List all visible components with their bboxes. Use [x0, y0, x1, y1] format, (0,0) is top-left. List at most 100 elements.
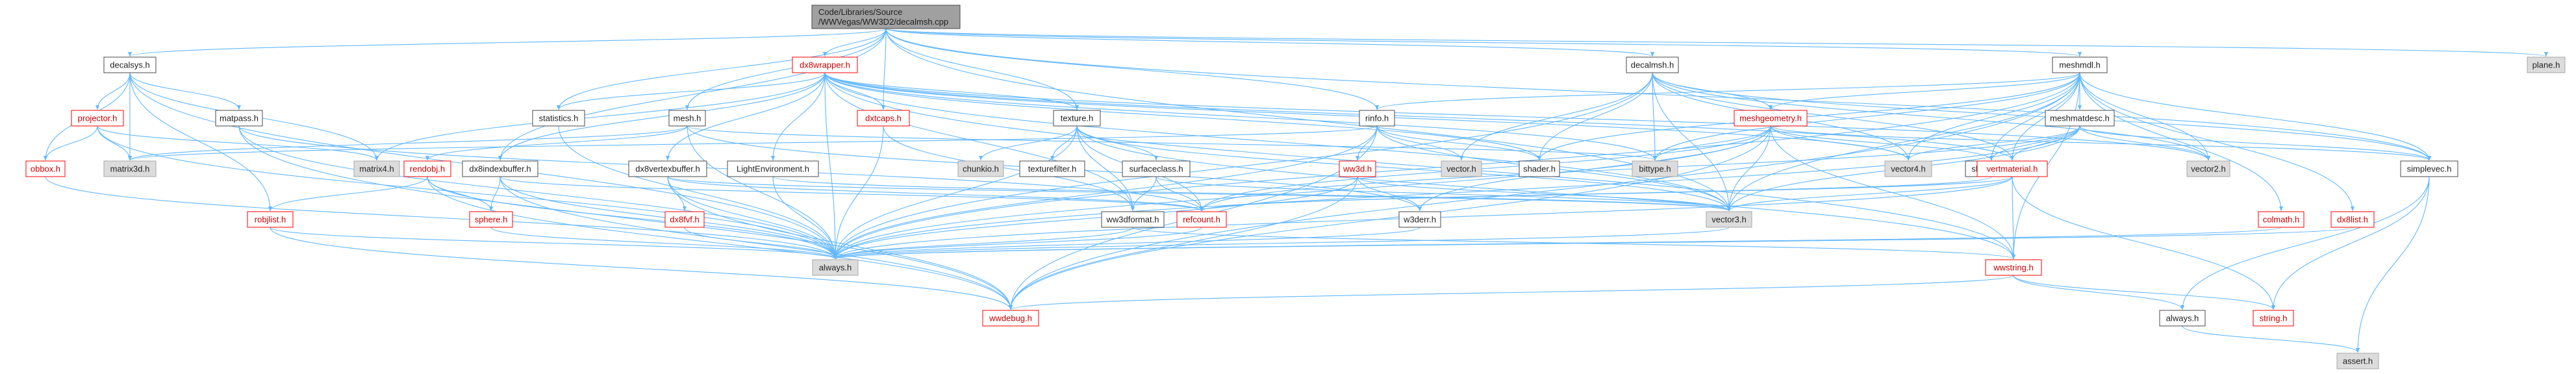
node-refcount[interactable]: refcount.h: [1176, 211, 1227, 228]
node-label-vector3: vector3.h: [1711, 215, 1746, 225]
node-sphere[interactable]: sphere.h: [469, 211, 513, 228]
node-vector[interactable]: vector.h: [1441, 160, 1482, 177]
node-vertmaterial[interactable]: vertmaterial.h: [1976, 160, 2048, 177]
node-lightenv[interactable]: LightEnvironment.h: [727, 160, 819, 177]
node-dx8fvf[interactable]: dx8fvf.h: [664, 211, 705, 228]
node-ww3dformat[interactable]: ww3dformat.h: [1101, 211, 1165, 228]
node-label-texturefilter: texturefilter.h: [1028, 164, 1076, 174]
node-bittype[interactable]: bittype.h: [1632, 160, 1678, 177]
edge-meshmdl-to-vector2: [2079, 72, 2211, 161]
node-shader[interactable]: shader.h: [1519, 160, 1560, 177]
edge-meshmdl-to-simplevec: [2079, 72, 2432, 161]
node-box-vector: [1441, 160, 1482, 177]
node-label-meshgeometry: meshgeometry.h: [1739, 114, 1802, 123]
node-dx8wrapper[interactable]: dx8wrapper.h: [792, 56, 858, 73]
node-decalmsh[interactable]: decalmsh.h: [1626, 56, 1679, 73]
edge-ww3d-to-always: [833, 176, 1358, 260]
edge-dx8fvf-to-always: [684, 227, 838, 260]
include-edges: [43, 28, 2548, 353]
node-texturefilter[interactable]: texturefilter.h: [1019, 160, 1085, 177]
node-box-texture: [1053, 110, 1101, 127]
node-rinfo[interactable]: rinfo.h: [1359, 110, 1395, 127]
node-dx8indexbuffer[interactable]: dx8indexbuffer.h: [462, 160, 538, 177]
node-meshgeometry[interactable]: meshgeometry.h: [1734, 110, 1808, 127]
node-wwstring[interactable]: wwstring.h: [1985, 259, 2042, 276]
node-matrix4[interactable]: matrix4.h: [353, 160, 400, 177]
node-projector[interactable]: projector.h: [71, 110, 124, 127]
edge-dx8vertexbuffer-to-refcount: [667, 176, 1204, 212]
node-dx8vertexbuffer[interactable]: dx8vertexbuffer.h: [628, 160, 707, 177]
node-label-mesh: mesh.h: [674, 114, 701, 123]
node-statistics[interactable]: statistics.h: [532, 110, 585, 127]
node-rendobj[interactable]: rendobj.h: [403, 160, 451, 177]
edge-sharebuf-to-refcount: [1200, 176, 1992, 212]
node-vector3[interactable]: vector3.h: [1706, 211, 1752, 228]
node-vector2[interactable]: vector2.h: [2186, 160, 2230, 177]
node-simplevec[interactable]: simplevec.h: [2400, 160, 2458, 177]
node-meshmatdesc[interactable]: meshmatdesc.h: [2045, 110, 2115, 127]
node-w3derr[interactable]: w3derr.h: [1398, 211, 1441, 228]
node-matpass[interactable]: matpass.h: [215, 110, 263, 127]
node-mesh[interactable]: mesh.h: [668, 110, 706, 127]
node-label-dx8indexbuffer: dx8indexbuffer.h: [469, 164, 531, 174]
node-always2[interactable]: always.h: [2159, 310, 2206, 327]
node-dx8list[interactable]: dx8list.h: [2330, 211, 2375, 228]
node-box-assert: [2336, 353, 2379, 369]
edge-rinfo-to-shader: [1376, 125, 1542, 161]
node-strng[interactable]: string.h: [2253, 310, 2294, 327]
node-wwdebug[interactable]: wwdebug.h: [982, 310, 1039, 327]
edge-dx8wrapper-to-vertmaterial: [824, 72, 2014, 161]
header-nodes: Code/Libraries/Source /WWVegas/WW3D2/dec…: [25, 5, 2566, 369]
edge-meshmdl-to-rinfo: [1375, 72, 2080, 110]
node-plane[interactable]: plane.h: [2527, 56, 2566, 73]
edge-mesh-to-matrix3d: [128, 125, 688, 161]
node-box-dx8wrapper: [792, 56, 858, 73]
node-vector4[interactable]: vector4.h: [1884, 160, 1932, 177]
node-assert[interactable]: assert.h: [2336, 353, 2379, 369]
node-box-wwdebug: [982, 310, 1039, 327]
node-box-shader: [1519, 160, 1560, 177]
edge-dx8wrapper-to-ww3dformat: [824, 72, 1135, 212]
node-dxtcaps[interactable]: dxtcaps.h: [857, 110, 910, 127]
node-texture[interactable]: texture.h: [1053, 110, 1101, 127]
edge-root-to-mesh: [685, 28, 887, 110]
node-label-wwdebug: wwdebug.h: [989, 314, 1032, 323]
node-robjlist[interactable]: robjlist.h: [247, 211, 294, 228]
edge-decalmsh-to-bittype: [1652, 72, 1658, 161]
node-label-lightenv: LightEnvironment.h: [737, 164, 809, 174]
node-matrix3d[interactable]: matrix3d.h: [103, 160, 157, 177]
node-meshmdl[interactable]: meshmdl.h: [2052, 56, 2108, 73]
edge-lightenv-to-vector3: [772, 176, 1731, 212]
edge-vertmaterial-to-wwstring: [2011, 176, 2016, 260]
node-obbox[interactable]: obbox.h: [25, 160, 66, 177]
node-colmath[interactable]: colmath.h: [2258, 211, 2305, 228]
node-chunkio[interactable]: chunkio.h: [957, 160, 1004, 177]
edge-vertmaterial-to-strng: [2012, 176, 2276, 310]
node-box-plane: [2527, 56, 2566, 73]
node-always[interactable]: always.h: [812, 259, 859, 276]
edge-root-to-statistics: [556, 28, 887, 110]
node-box-rendobj: [403, 160, 451, 177]
edge-dx8wrapper-to-dx8vertexbuffer: [665, 72, 826, 161]
node-box-vector3: [1706, 211, 1752, 228]
node-label-texture: texture.h: [1061, 114, 1094, 123]
edge-dx8wrapper-to-matrix4: [374, 72, 826, 161]
node-label-rendobj: rendobj.h: [410, 164, 445, 174]
node-box-meshmdl: [2052, 56, 2108, 73]
node-decalsys[interactable]: decalsys.h: [103, 56, 157, 73]
node-label-robjlist: robjlist.h: [255, 215, 286, 225]
node-ww3d[interactable]: ww3d.h: [1339, 160, 1376, 177]
edge-texture-to-wwstring: [1076, 125, 2015, 260]
edge-projector-to-matrix3d: [97, 125, 133, 161]
node-surfaceclass[interactable]: surfaceclass.h: [1122, 160, 1191, 177]
node-box-strng: [2253, 310, 2294, 327]
node-box-rinfo: [1359, 110, 1395, 127]
node-box-dxtcaps: [857, 110, 910, 127]
edge-texture-to-always: [833, 125, 1078, 260]
node-box-matrix3d: [103, 160, 157, 177]
edge-ww3d-to-wwdebug: [1008, 176, 1358, 310]
edge-meshgeometry-to-bittype: [1652, 125, 1771, 161]
node-label-vector2: vector2.h: [2191, 164, 2225, 174]
edge-dx8wrapper-to-vector2: [824, 72, 2210, 161]
node-box-decalsys: [103, 56, 157, 73]
